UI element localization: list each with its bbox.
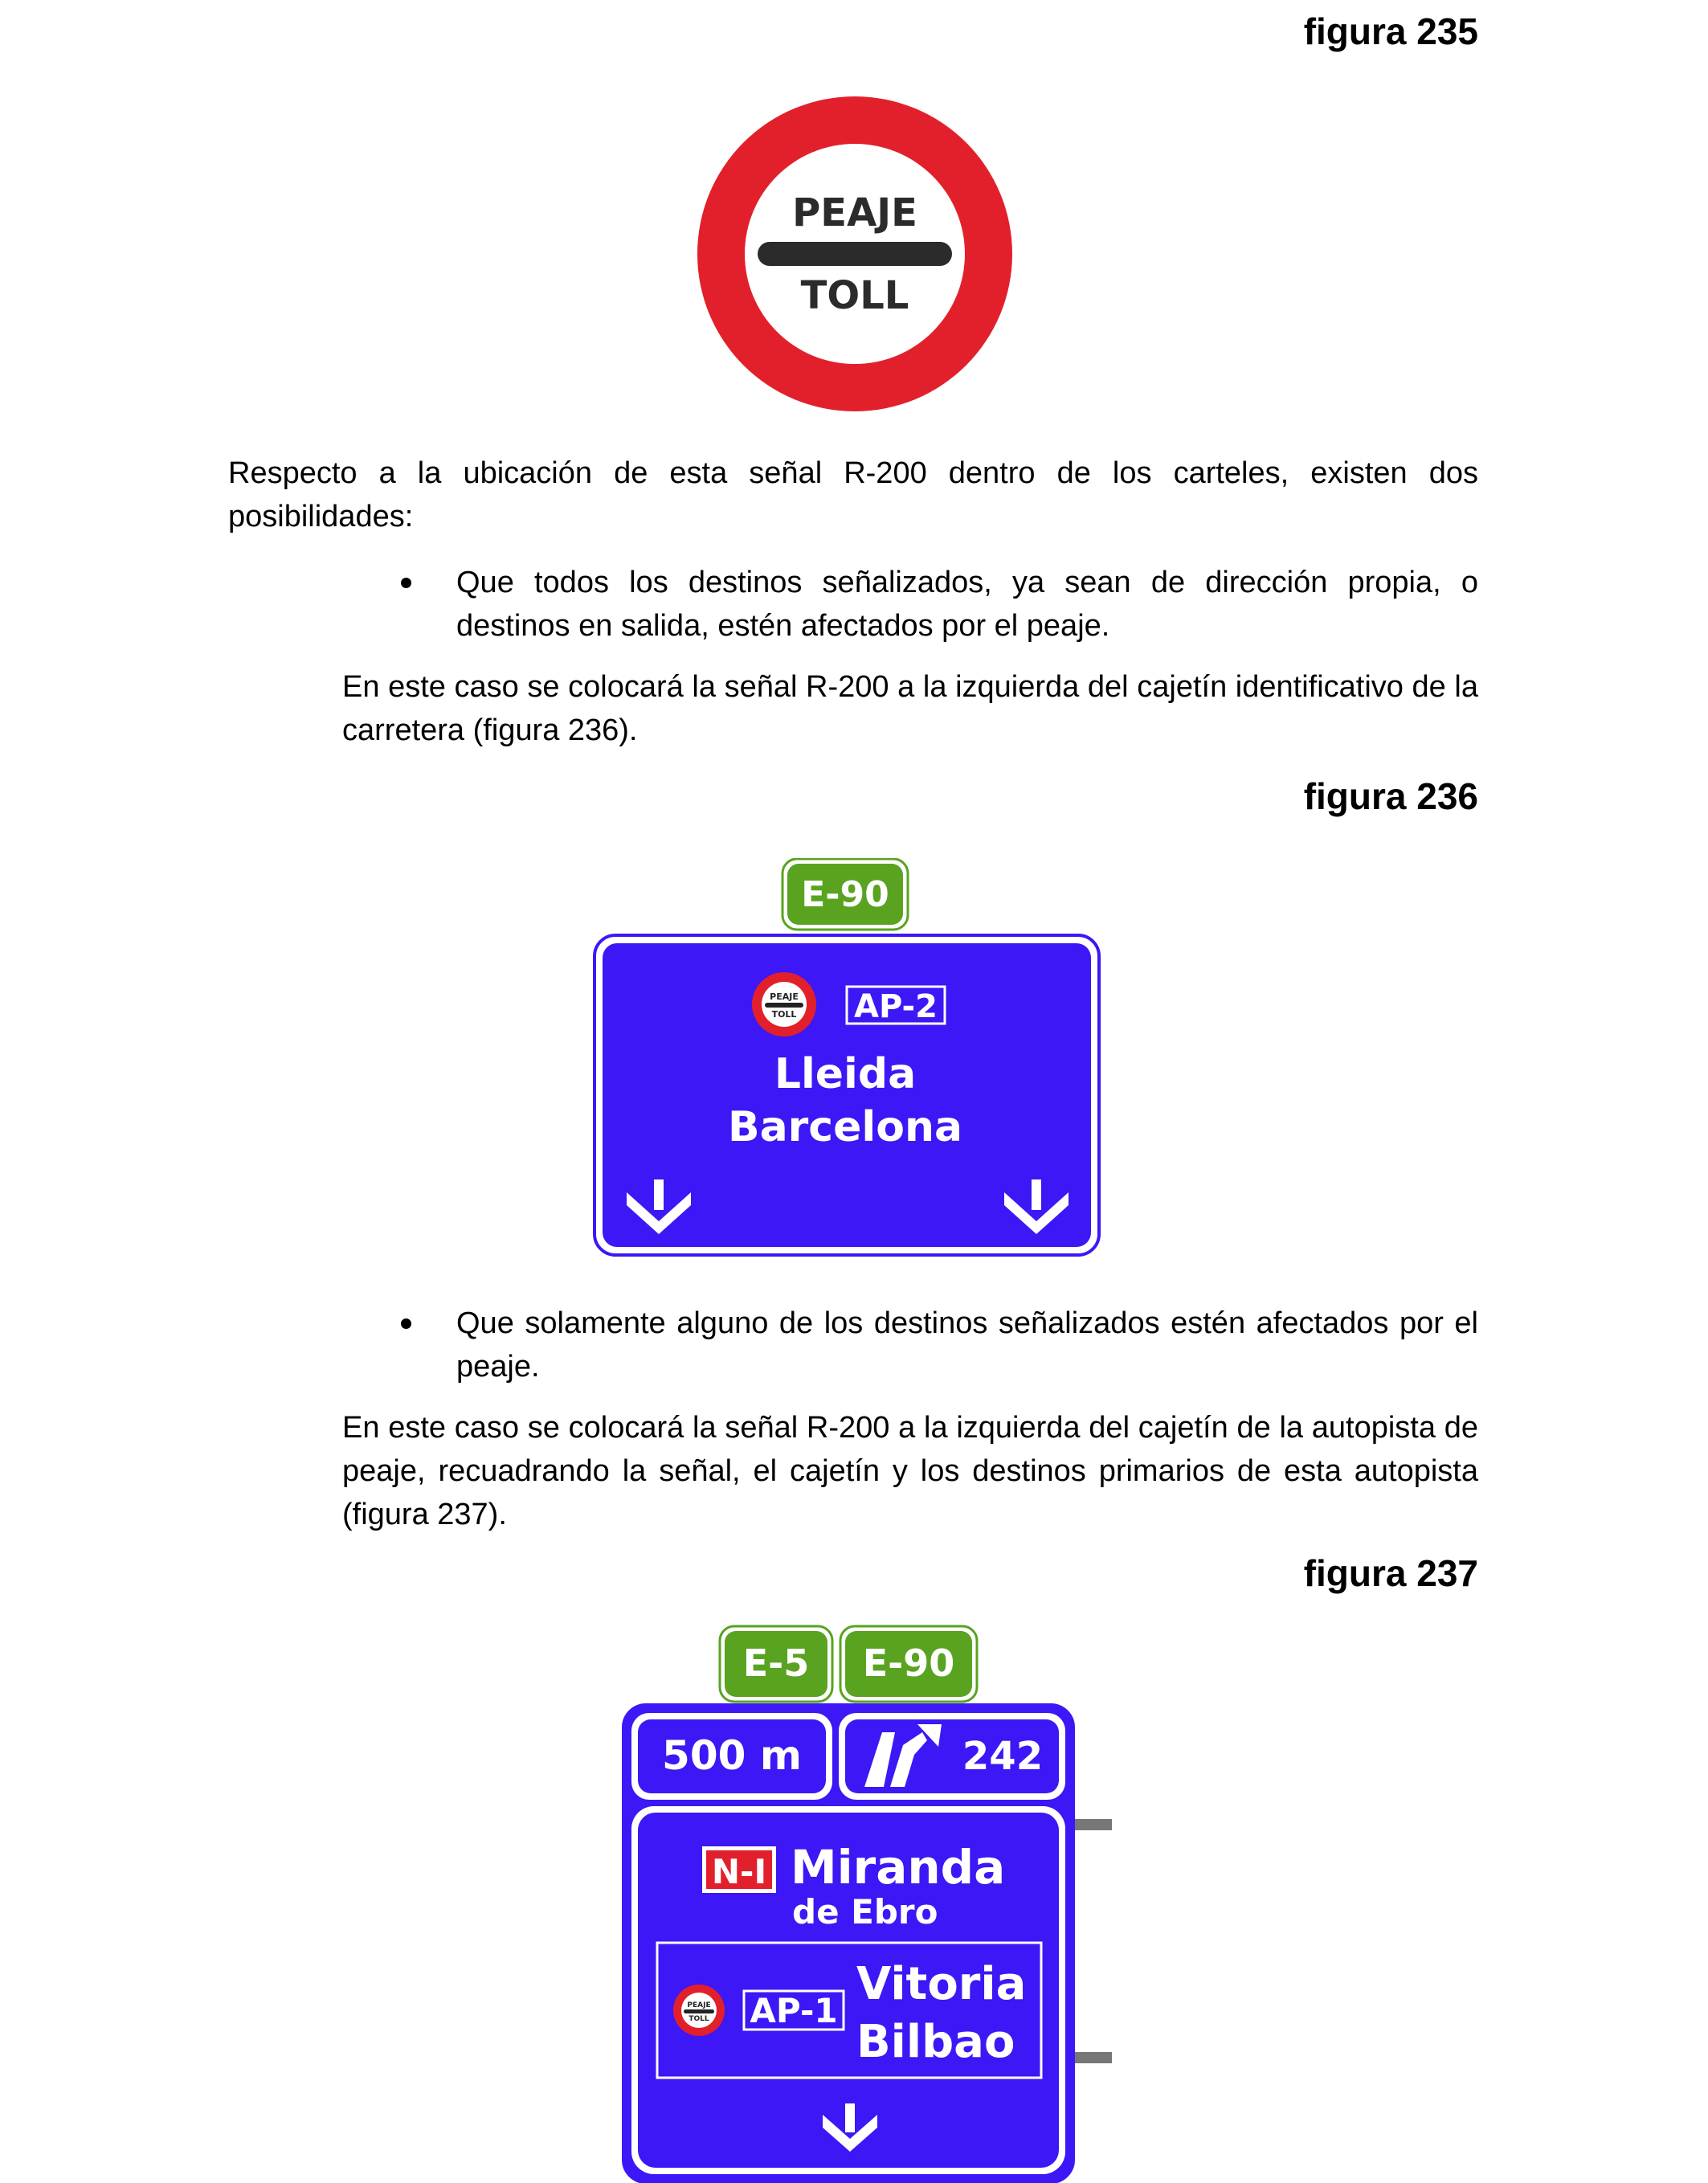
support-post-bottom [1072, 2052, 1112, 2063]
paragraph-figure-237: En este caso se colocará la señal R-200 … [342, 1411, 1478, 1531]
arrow-down-icon [627, 1179, 691, 1234]
distance-label: 500 m [662, 1732, 802, 1779]
intro-paragraph: Respecto a la ubicación de esta señal R-… [228, 456, 1478, 533]
destination-de-ebro: de Ebro [792, 1892, 938, 1932]
figure-235-caption: figura 235 [1303, 10, 1478, 52]
paragraph-figure-236: En este caso se colocará la señal R-200 … [342, 670, 1478, 747]
toll-mini-top: PEAJE [770, 991, 799, 1002]
motorway-label-ap2: AP-2 [854, 988, 938, 1025]
toll-mini-bottom: TOLL [689, 2015, 709, 2023]
toll-bar [758, 242, 952, 266]
euro-route-plate-e90: E-90 [839, 1625, 979, 1703]
toll-sign-top-text: PEAJE [792, 190, 917, 235]
figure-236-caption: figura 236 [1303, 775, 1478, 817]
direction-sign-figure-237: E-5 E-90 500 m 242 N-I Miranda de Ebro P… [622, 1625, 1112, 2183]
figure-237-caption: figura 237 [1303, 1552, 1478, 1594]
exit-number: 242 [962, 1734, 1043, 1779]
euro-route-label-2: E-90 [863, 1641, 955, 1685]
bullet-dot-1 [401, 578, 411, 588]
destination-lleida: Lleida [774, 1050, 916, 1098]
exit-icon [864, 1724, 942, 1787]
euro-route-label-1: E-5 [743, 1641, 810, 1685]
destination-bilbao: Bilbao [856, 2016, 1015, 2068]
euro-route-label: E-90 [801, 874, 889, 915]
euro-route-plate-e5: E-5 [718, 1625, 834, 1703]
euro-route-plate-e90: E-90 [781, 858, 909, 931]
arrow-down-icon [1004, 1179, 1069, 1234]
support-post-top [1072, 1819, 1112, 1830]
destination-vitoria: Vitoria [856, 1958, 1026, 2010]
arrow-down-icon [823, 2103, 877, 2152]
destination-miranda: Miranda [791, 1840, 1005, 1895]
toll-mini-top: PEAJE [687, 2001, 710, 2009]
toll-sign-mini: PEAJE TOLL [673, 1985, 725, 2036]
destination-barcelona: Barcelona [728, 1103, 962, 1151]
toll-sign-mini: PEAJE TOLL [752, 972, 816, 1036]
toll-sign-r200: PEAJE TOLL [697, 96, 1012, 411]
bullet-item-1: Que todos los destinos señalizados, ya s… [456, 566, 1478, 643]
direction-sign-figure-236: E-90 PEAJE TOLL AP-2 Lleida Barcelona [593, 858, 1101, 1257]
bullet-dot-2 [401, 1318, 411, 1329]
bullet-item-2: Que solamente alguno de los destinos señ… [456, 1306, 1478, 1384]
national-road-label: N-I [712, 1852, 766, 1891]
toll-sign-bottom-text: TOLL [801, 273, 909, 318]
motorway-label-ap1: AP-1 [750, 1991, 837, 2030]
toll-mini-bottom: TOLL [772, 1009, 797, 1020]
